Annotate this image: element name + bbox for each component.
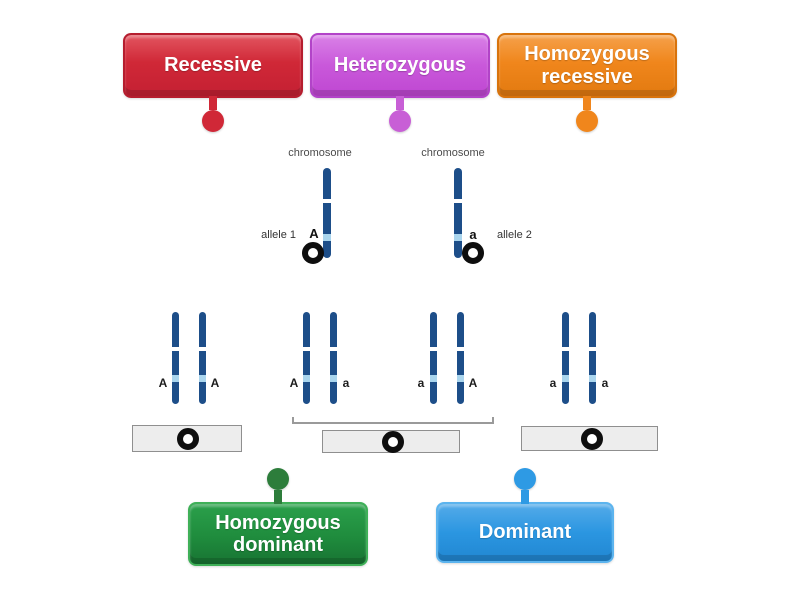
target-ring-allele2[interactable] bbox=[462, 242, 484, 264]
group-bracket bbox=[292, 417, 494, 424]
pair4-left-letter: a bbox=[549, 376, 557, 390]
allele1-label: allele 1 bbox=[261, 229, 296, 241]
pin-stem bbox=[396, 96, 404, 110]
pair2-left-letter: A bbox=[289, 376, 299, 390]
pin-stem bbox=[209, 96, 217, 110]
pair1-right-letter: A bbox=[210, 376, 220, 390]
pin-head-icon bbox=[514, 468, 536, 490]
pin-stem bbox=[274, 490, 282, 504]
label-recessive-text: Recessive bbox=[164, 54, 262, 77]
label-heterozygous[interactable]: Heterozygous bbox=[310, 33, 490, 132]
pin-icon bbox=[514, 468, 536, 504]
chromosome-graphic bbox=[172, 312, 179, 404]
label-homozygous-recessive[interactable]: Homozygous recessive bbox=[497, 33, 677, 132]
pin-icon bbox=[267, 468, 289, 504]
chromosome-graphic bbox=[199, 312, 206, 404]
chromosome-pair-aa: a a bbox=[545, 312, 613, 404]
allele2-label: allele 2 bbox=[497, 229, 532, 241]
chromosome-graphic-right bbox=[454, 168, 462, 258]
chromosome-graphic bbox=[457, 312, 464, 404]
label-homozygous-recessive-text: Homozygous recessive bbox=[524, 43, 650, 88]
label-dominant[interactable]: Dominant bbox=[436, 468, 614, 563]
label-dominant-text: Dominant bbox=[478, 521, 572, 544]
pair2-right-letter: a bbox=[342, 376, 350, 390]
target-ring-slot2[interactable] bbox=[382, 431, 404, 453]
chromosome-graphic bbox=[330, 312, 337, 404]
pin-head-icon bbox=[202, 110, 224, 132]
label-recessive[interactable]: Recessive bbox=[123, 33, 303, 132]
target-ring-allele1[interactable] bbox=[302, 242, 324, 264]
centromere-gap bbox=[454, 199, 462, 203]
pin-icon bbox=[576, 96, 598, 132]
pair4-right-letter: a bbox=[601, 376, 609, 390]
allele-band bbox=[454, 234, 462, 241]
label-homozygous-dominant[interactable]: Homozygous dominant bbox=[188, 468, 368, 566]
target-ring-slot1[interactable] bbox=[177, 428, 199, 450]
allele1-letter: A bbox=[309, 226, 319, 241]
chromosome-graphic bbox=[589, 312, 596, 404]
chromosome-label-right: chromosome bbox=[421, 147, 485, 159]
chromosome-pair-AA: A A bbox=[155, 312, 223, 404]
pair1-left-letter: A bbox=[158, 376, 168, 390]
pin-icon bbox=[389, 96, 411, 132]
pin-stem bbox=[583, 96, 591, 110]
pin-head-icon bbox=[389, 110, 411, 132]
chromosome-graphic bbox=[562, 312, 569, 404]
pin-head-icon bbox=[576, 110, 598, 132]
answer-slot-2[interactable] bbox=[322, 430, 460, 453]
chromosome-graphic bbox=[430, 312, 437, 404]
centromere-gap bbox=[323, 199, 331, 203]
pin-stem bbox=[521, 490, 529, 504]
pair3-left-letter: a bbox=[417, 376, 425, 390]
pair3-right-letter: A bbox=[468, 376, 478, 390]
chromosome-graphic bbox=[303, 312, 310, 404]
pin-icon bbox=[202, 96, 224, 132]
pin-head-icon bbox=[267, 468, 289, 490]
allele2-letter: a bbox=[469, 227, 477, 242]
chromosome-label-left: chromosome bbox=[288, 147, 352, 159]
label-homozygous-dominant-text: Homozygous dominant bbox=[215, 511, 341, 556]
target-ring-slot3[interactable] bbox=[581, 428, 603, 450]
answer-slot-1[interactable] bbox=[132, 425, 242, 452]
chromosome-graphic-left bbox=[323, 168, 331, 258]
allele-band bbox=[323, 234, 331, 241]
label-heterozygous-text: Heterozygous bbox=[333, 54, 467, 77]
chromosome-pair-aA: a A bbox=[413, 312, 481, 404]
answer-slot-3[interactable] bbox=[521, 426, 658, 451]
chromosome-pair-Aa: A a bbox=[286, 312, 354, 404]
